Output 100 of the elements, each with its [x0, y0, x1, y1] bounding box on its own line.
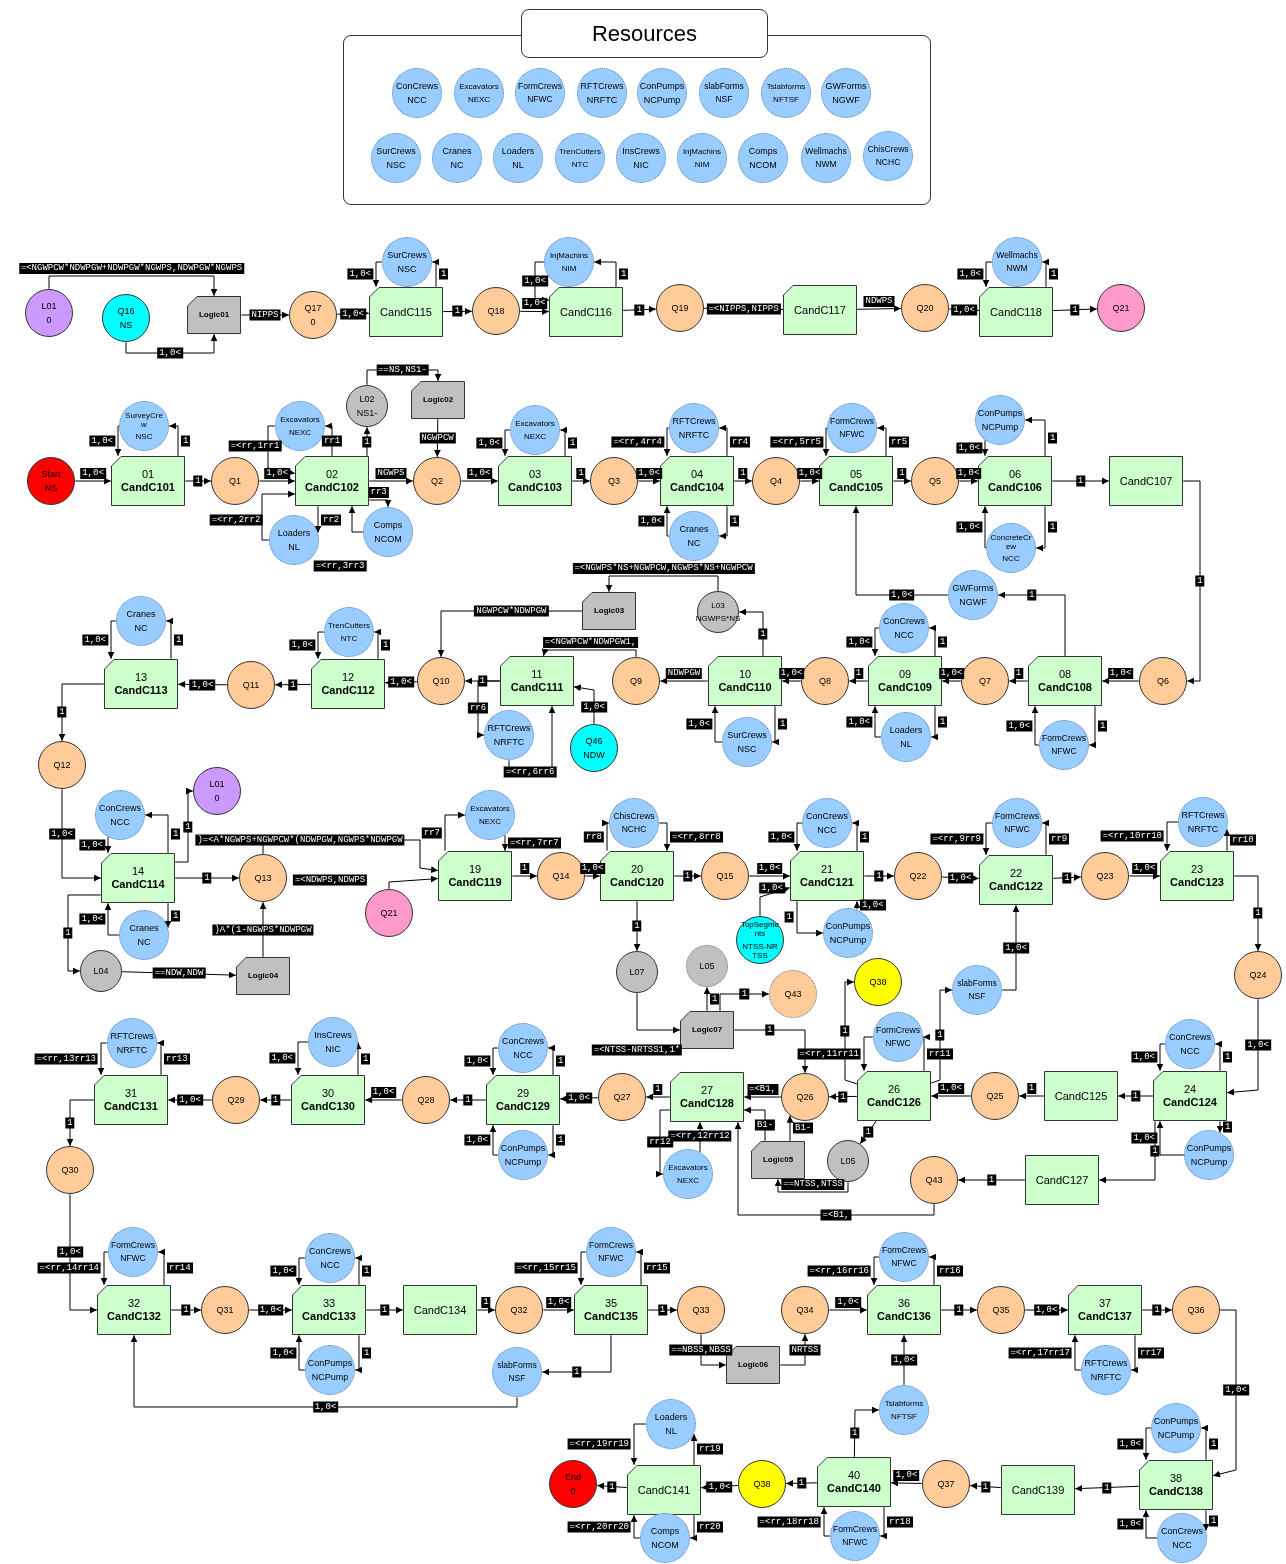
edge-label: 1 — [481, 1297, 491, 1308]
node-label: Wellmachs — [805, 146, 847, 157]
arrow — [718, 505, 728, 540]
edge-label: 1 — [840, 1025, 850, 1037]
arrow — [144, 811, 169, 854]
edge-label: 1 — [1253, 907, 1263, 919]
arrow — [711, 705, 723, 743]
edge-label: 1,0< — [796, 468, 823, 479]
node-label: Logic01 — [198, 310, 230, 320]
arrow — [74, 477, 112, 485]
arrow — [1041, 258, 1050, 288]
node-label: Comps — [748, 146, 778, 157]
arrow — [928, 624, 937, 657]
activity-box — [1028, 656, 1102, 706]
node-label: SurCrews — [376, 146, 416, 157]
node-label: 20 — [630, 863, 644, 876]
arrow — [958, 477, 979, 485]
activity-box — [867, 1285, 941, 1335]
node-label: FormCrews — [518, 81, 562, 92]
node-label: NEXC — [676, 1175, 700, 1185]
arrow — [1052, 305, 1098, 313]
node-label: ChisCrews — [867, 144, 909, 155]
group-title: Resources — [521, 9, 768, 58]
arrow — [107, 620, 117, 660]
node-label: NSC — [737, 743, 757, 754]
queue-circle — [701, 852, 749, 900]
arrow — [559, 426, 568, 457]
edge-label: =<rr,3rr3 — [313, 560, 367, 572]
node-label: TrenCutters — [328, 621, 370, 631]
node-label: L01 — [209, 779, 225, 790]
arrow — [605, 575, 719, 593]
arrow — [1202, 1509, 1210, 1532]
arrow — [541, 648, 637, 658]
arrow — [489, 1124, 499, 1156]
edge-label: 1 — [568, 437, 578, 449]
node-label: 30 — [321, 1087, 335, 1100]
resource-circle — [432, 133, 482, 183]
edge-label: 1 — [181, 1304, 191, 1316]
activity-box — [978, 456, 1052, 506]
activity-box — [369, 287, 443, 337]
queue-circle — [1234, 951, 1282, 999]
node-label: FormCrews — [876, 1025, 920, 1036]
node-label: Cranes — [126, 609, 156, 620]
activity-box — [549, 287, 623, 337]
edge-label: rr5 — [889, 436, 910, 448]
node-label: 40 — [847, 1469, 861, 1482]
node-label: NFTSF — [773, 94, 799, 104]
node-label: Logic06 — [737, 1360, 769, 1370]
resource-circle — [669, 511, 719, 561]
edge-label: 1 — [796, 1477, 807, 1489]
resource-circle — [484, 710, 534, 760]
edge-label: 1,0< — [1131, 863, 1158, 874]
queue-circle — [971, 1072, 1019, 1120]
node-label: CandC111 — [510, 681, 564, 694]
queue-circle — [922, 1460, 970, 1508]
node-label: NS1- — [356, 407, 378, 418]
edge-label: rr18 — [887, 1516, 913, 1528]
node-label: L05 — [840, 1155, 856, 1167]
edge-label: 1 — [362, 1265, 372, 1277]
node-label: NEXC — [467, 94, 491, 104]
activity-box — [817, 1457, 891, 1507]
edge-label: 1 — [1209, 1438, 1219, 1450]
node-label: InjMachins — [682, 147, 722, 157]
arrow — [372, 261, 383, 288]
node-label: L04 — [93, 965, 109, 977]
arrow — [1041, 819, 1050, 856]
arrow — [718, 424, 728, 457]
node-label: CandC127 — [1035, 1173, 1089, 1187]
queue-circle — [1097, 284, 1145, 332]
edge-label: 1,0< — [79, 913, 105, 925]
node-label: CandC121 — [800, 876, 854, 889]
edge-label: 1 — [986, 1174, 997, 1186]
edge-label: 1 — [784, 911, 794, 923]
node-label: NCPump — [1157, 1429, 1195, 1440]
node-label: CandC119 — [448, 876, 502, 889]
queue-circle — [212, 1076, 260, 1124]
edge-label: 1,0< — [1245, 1039, 1271, 1051]
node-label: FormCrews — [882, 1245, 926, 1256]
arrow — [796, 900, 824, 937]
node-label: Cranes — [679, 524, 709, 535]
edge-label: 1 — [657, 1304, 668, 1316]
activity-box — [574, 1285, 648, 1335]
arrow — [663, 505, 671, 537]
resource-circle — [116, 596, 166, 646]
edge-label: 1 — [270, 1094, 281, 1106]
node-label: NCC — [110, 816, 130, 827]
resource-circle — [827, 403, 877, 453]
node-label: CandC134 — [413, 1303, 467, 1317]
resource-circle — [586, 1227, 636, 1277]
node-label: ConPumps — [1186, 1143, 1232, 1154]
edge-label: 1 — [477, 675, 488, 687]
edge-label: 1,0< — [545, 1297, 572, 1308]
node-label: Q15 — [716, 870, 734, 882]
arrow — [164, 902, 172, 929]
node-label: ConCrews — [502, 1036, 544, 1047]
node-label: ConPumps — [825, 921, 871, 932]
node-label: NL — [512, 159, 524, 170]
node-label: CandC106 — [988, 481, 1042, 494]
edge-label: 1,0< — [522, 275, 548, 287]
edge-label: 1,0< — [938, 1083, 964, 1094]
